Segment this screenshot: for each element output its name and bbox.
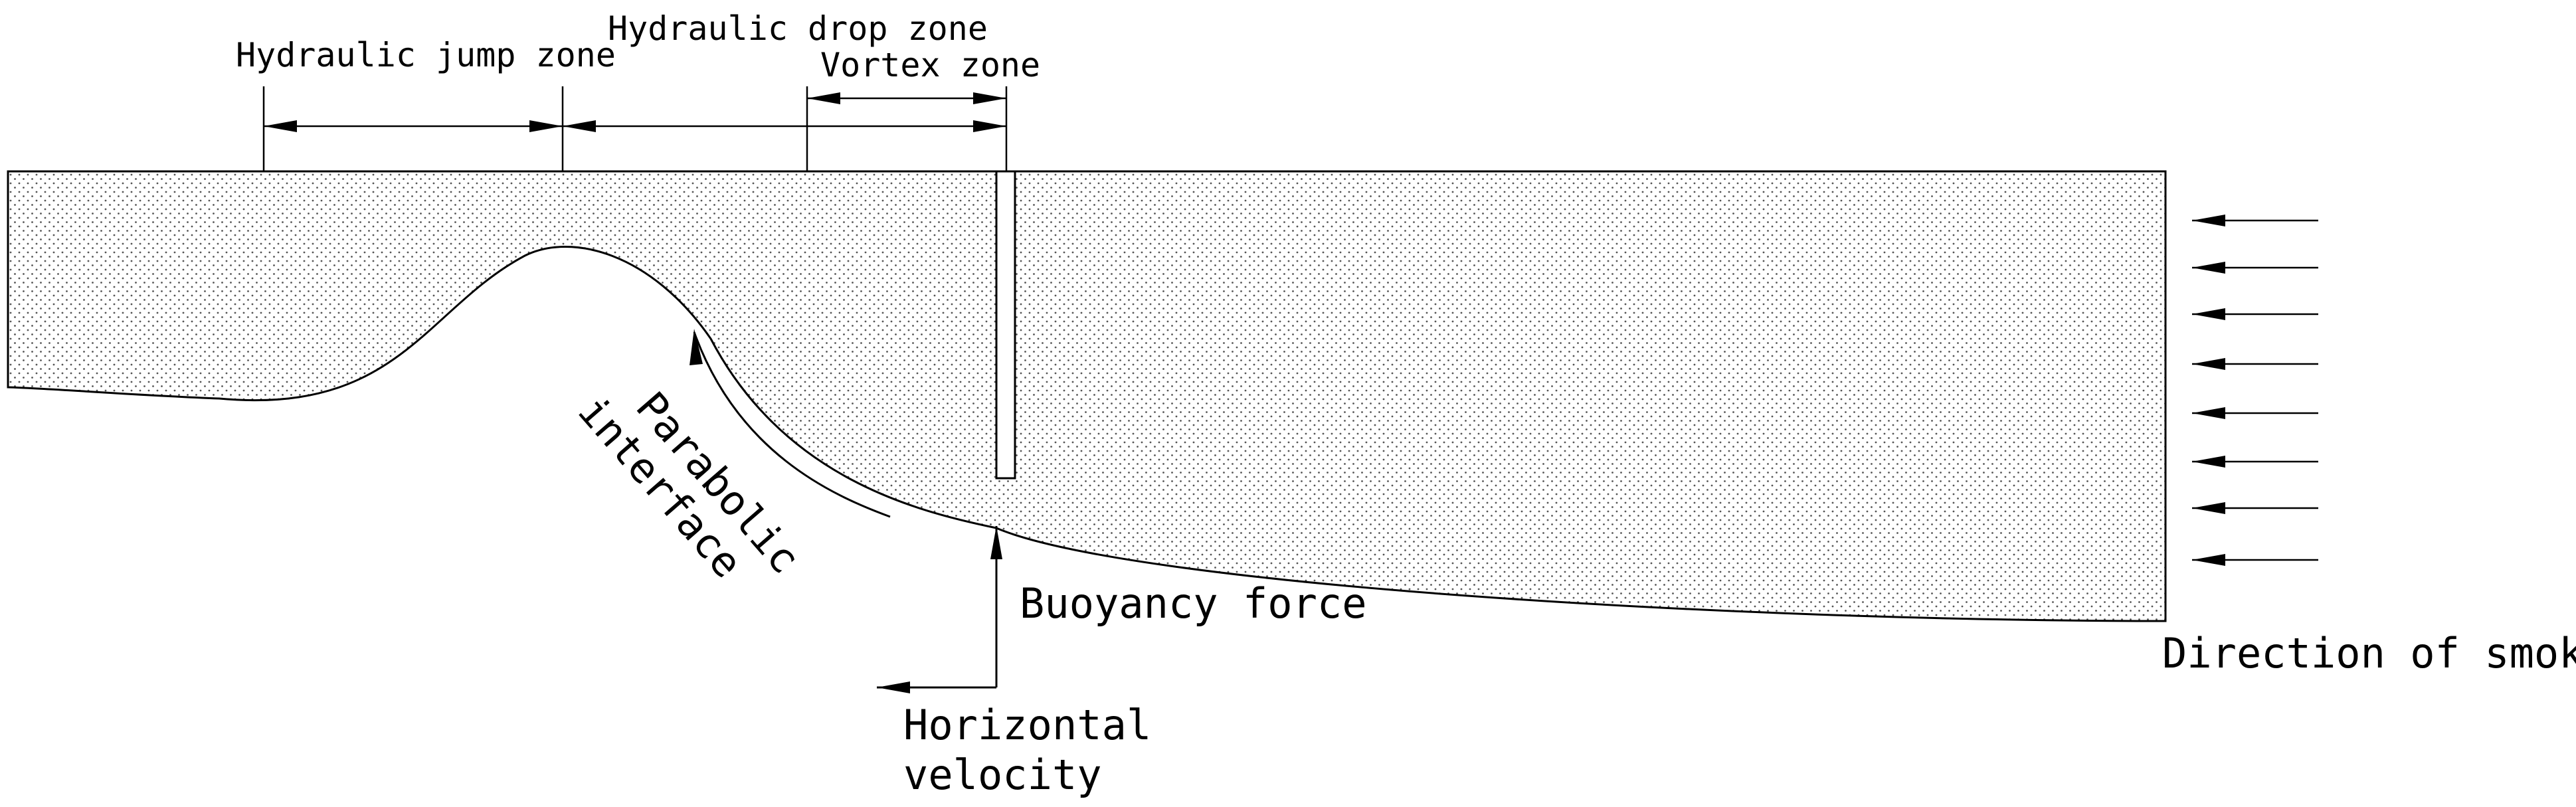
hydraulic-jump-zone-label: Hydraulic jump zone [236,36,616,74]
baffle-plate [995,170,1016,480]
hydraulic-drop-zone-label: Hydraulic drop zone [608,9,988,48]
hydraulic-jump-dimension [264,120,563,132]
dimension-extension-lines [262,86,1008,171]
smoke-flow-arrows [2192,215,2318,566]
parabolic-interface-arrow [690,329,891,518]
horizontal-velocity-label: Horizontal [903,701,1151,749]
horizontal-velocity-arrow [877,681,996,693]
vortex-zone-label: Vortex zone [820,46,1040,84]
vortex-zone-dimension [807,92,1006,104]
buoyancy-force-arrow [990,526,1002,687]
horizontal-velocity-label-line2: velocity [903,751,1102,799]
buoyancy-force-label: Buoyancy force [1020,579,1367,628]
hydraulic-drop-dimension [563,120,1006,132]
smoke-layer-region [7,170,2167,622]
smoke-flow-direction-label: Direction of smoke flow [2162,629,2576,677]
